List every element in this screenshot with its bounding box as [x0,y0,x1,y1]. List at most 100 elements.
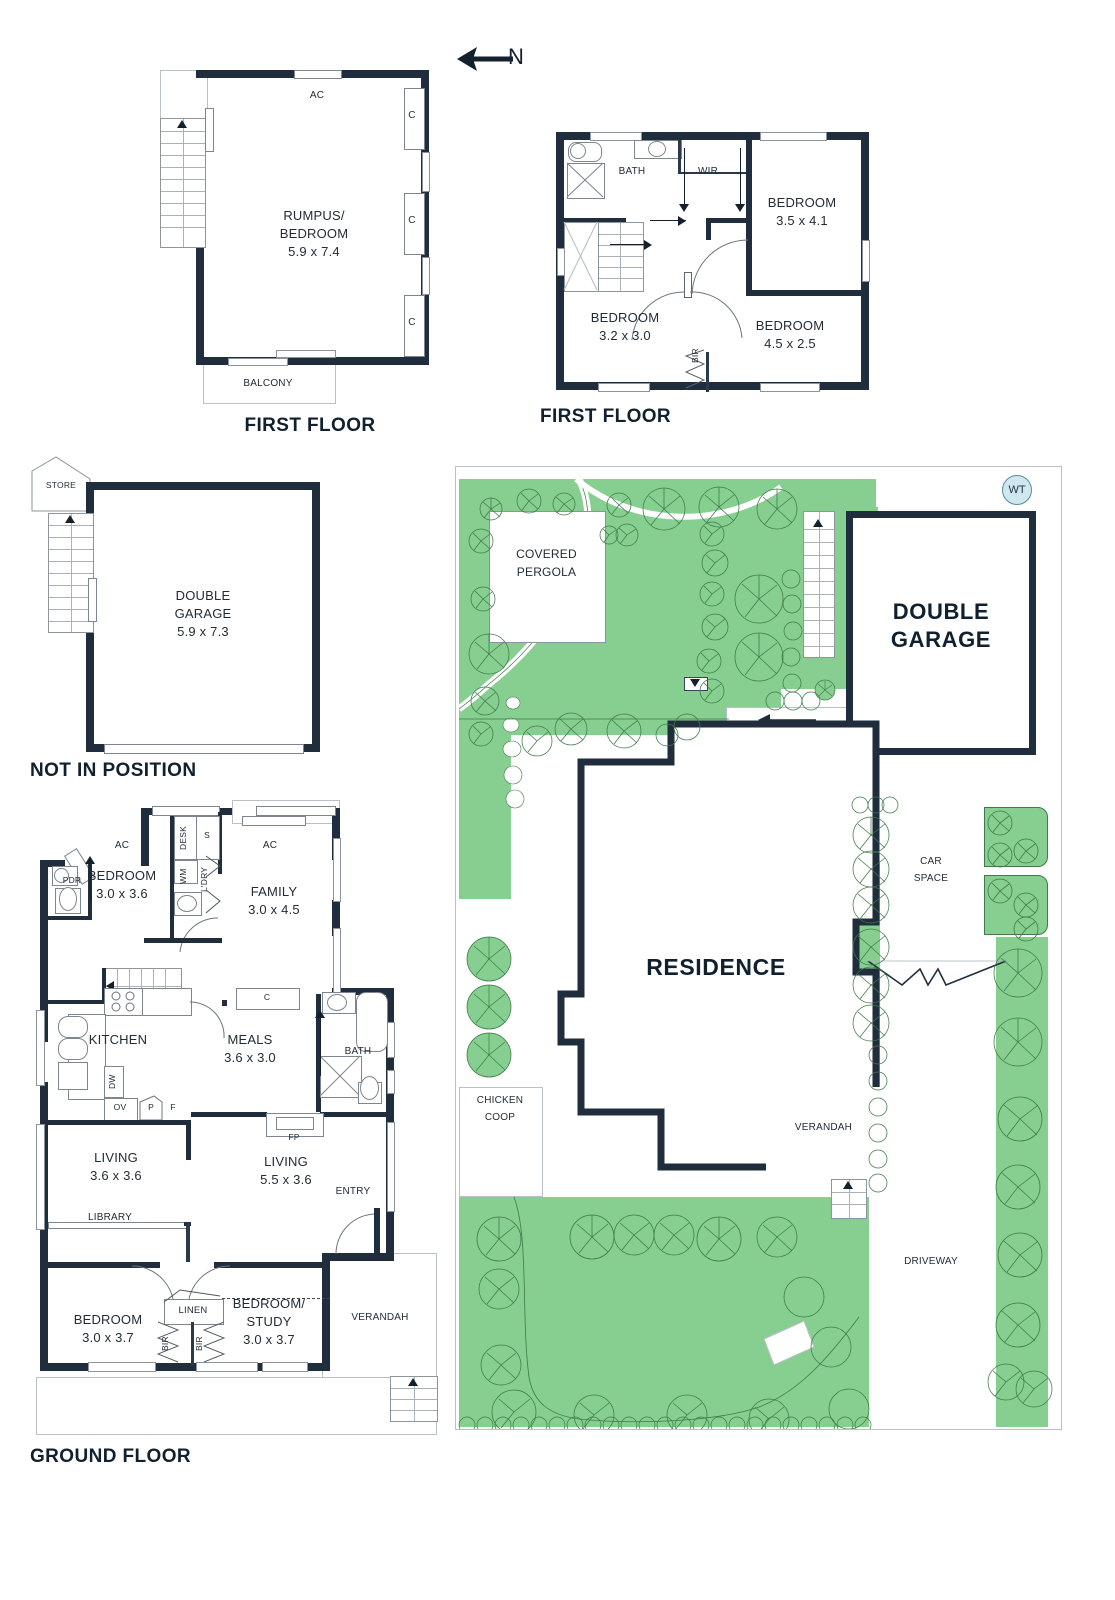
car-space-label-2: SPACE [913,873,949,884]
bathtub-gf [356,992,388,1052]
gf-wall-left-mid [40,968,48,1042]
garage-title: NOT IN POSITION [30,760,197,781]
ldry-door-2-icon[interactable] [205,889,226,914]
ff-main-bed1-name: BEDROOM [767,195,837,210]
ac-left-label: AC [114,840,130,851]
ff-main-window-bot-1 [598,383,650,392]
garden-bottom-2 [459,1227,759,1427]
wir-arrow-2-icon [735,204,745,212]
meals-cupboard [236,988,300,1010]
ff-main-bed3-dims: 4.5 x 2.5 [764,336,816,351]
door-bed1[interactable] [690,239,750,296]
gf-kitchen-label: KITCHEN [88,1032,148,1047]
gf-entry-door[interactable] [334,1212,378,1256]
ff-main-window-top-2 [760,132,827,141]
f-label: F [170,1102,176,1112]
north-compass [455,42,525,76]
ff-rear-stair[interactable] [160,118,206,248]
garage-dims: 5.9 x 7.3 [177,624,229,639]
linen-cupboard [164,1299,224,1325]
gf-dashed-line [222,1298,330,1299]
gf-living2-dims: 5.5 x 3.6 [260,1172,312,1187]
fence-zigzag [867,959,1008,989]
gf-window-left-2 [36,1124,45,1230]
ff-main-bed1-dims: 3.5 x 4.1 [776,213,828,228]
gf-bed-br-dims: 3.0 x 3.7 [243,1332,295,1347]
ff-main-part-bath-right [678,140,681,174]
gf-wall-kitchen-b [48,1120,190,1125]
bath-arrow-icon [678,216,686,226]
gf-window-left-1 [36,1010,45,1086]
garage-stair[interactable] [48,513,94,633]
gf-wall-family-right [332,808,340,860]
site-verandah-steps-arrow-icon [843,1181,853,1189]
ac-label: AC [309,90,325,101]
gf-living1-name: LIVING [94,1150,138,1165]
garage-door[interactable] [104,744,304,754]
cooktop-burners-icon [104,988,142,1014]
gf-living2-name: LIVING [264,1154,308,1169]
site-garage-wall-left [846,511,853,755]
gf-bir-1-zigzag-icon [156,1321,182,1368]
kitchen-bench-top [142,988,192,1016]
ldry-door-1-icon[interactable] [205,855,226,878]
sink-bowl-1 [58,1016,88,1038]
gf-entry-jamb [374,1208,380,1256]
gf-title: GROUND FLOOR [30,1446,192,1467]
ff-main-stair-landing-cross-icon [563,221,598,291]
door-bed2[interactable] [630,291,686,342]
gf-wall-meals-l [222,1000,227,1006]
ff-main-stair[interactable] [596,222,644,292]
ov-label: OV [113,1102,127,1112]
ff-main-stair-arrow-icon [644,240,652,250]
linen-label: LINEN [178,1305,208,1316]
gf-wall-pdr-bottom [48,916,92,920]
site-garage-stair-arrow-icon [813,519,823,527]
tree-by-garage [814,679,836,701]
gf-bir-2-label: BIR [194,1336,204,1352]
garage-wall-bottom-l [86,744,106,752]
balcony-slider-2[interactable] [276,350,336,358]
gf-verandah-steps-arrow-icon [408,1378,418,1386]
bir-zigzag-icon [682,349,708,392]
gf-wall-entry-h [322,1253,394,1261]
ff-main-part-bed1-v [746,140,752,240]
gf-door-kitchen-meals[interactable] [189,1001,226,1040]
ff-main-window-right [862,240,870,282]
ff-main-wall-top [556,132,869,140]
gf-window-top-bed [152,806,220,816]
garage-wall-top [86,482,320,490]
wc-bowl [570,143,586,159]
gf-verandah-label: VERANDAH [351,1312,409,1323]
door-bed3[interactable] [689,291,744,340]
pergola-label-1: COVERED [516,547,577,561]
site-garage-stair[interactable] [803,511,835,658]
gf-meals-name: MEALS [227,1032,273,1047]
garage-name-1: DOUBLE [175,588,231,603]
ff-main-wall-bottom [556,382,869,390]
ff-main-part-top-h [681,172,749,174]
balcony-slider-1[interactable] [228,358,288,366]
site-verandah [766,1087,881,1197]
bir-label: BIR [690,348,700,364]
tree-column-right-residence [846,796,899,1197]
wt-label: WT [1008,484,1026,496]
plan-site: COVERED PERGOLA DOUBLE GARAGE [455,466,1062,1430]
tree-cluster-left-residence [459,936,529,1097]
covered-pergola [489,511,606,643]
residence-label: RESIDENCE [646,954,786,980]
ff-main-part-hall-h [564,218,626,223]
gf-door-family[interactable] [178,917,220,954]
stepping-stones [500,695,530,809]
chicken-coop [459,1087,543,1197]
garage-wall-right [312,482,320,752]
gf-window-family-top [256,806,336,816]
ff-main-window-bot-2 [760,383,820,392]
ff-rear-wall-bottom-right [326,357,429,365]
gf-wall-family-right2 [332,900,340,936]
c-label: C [263,992,271,1002]
site-garage-interior [853,518,1029,748]
driveway-label: DRIVEWAY [904,1256,958,1267]
wir-arrow-1-icon [679,204,689,212]
garage-door-to-stair[interactable] [88,578,97,622]
